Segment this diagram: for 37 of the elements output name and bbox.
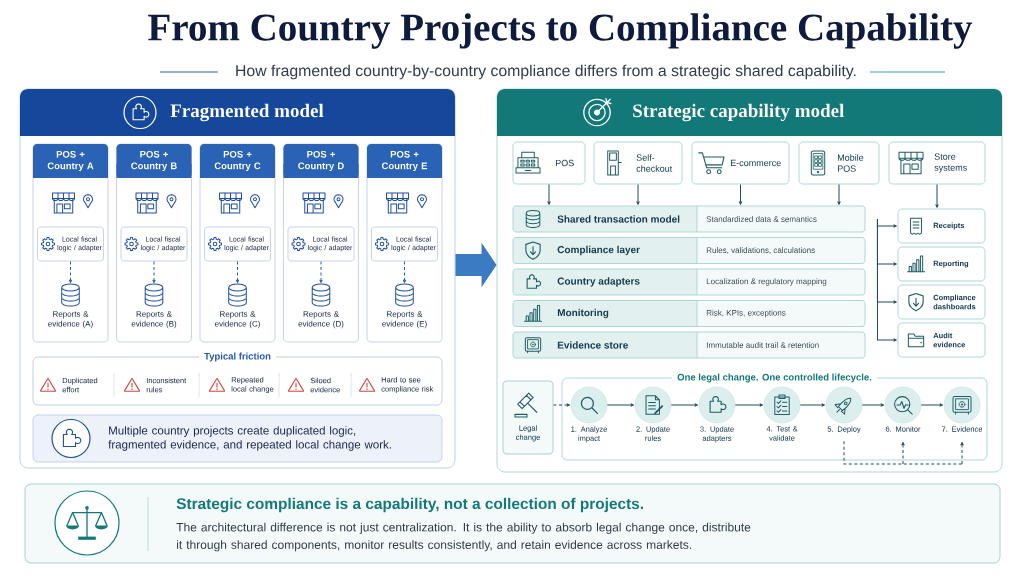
node-label: Localization & regulatory mapping: [706, 278, 827, 286]
arrow: [920, 403, 944, 407]
arrow: [606, 403, 635, 407]
channel-box: Store systems: [888, 141, 986, 185]
node-label: Evidence store: [557, 341, 628, 349]
node-label: Compliance layer: [557, 245, 640, 256]
node-label: Standardized data & semantics: [706, 216, 817, 222]
arrow: [935, 183, 939, 208]
arrow: [636, 183, 640, 205]
node-label: Rules, validations, calculations: [706, 247, 815, 254]
arrow: [738, 183, 743, 205]
channel-box: Self-checkout: [593, 141, 683, 185]
node-label: Risk, KPIs, exceptions: [706, 309, 786, 318]
title: From Country Projects to Compliance Capability: [148, 13, 973, 49]
subtitle: How fragmented country-by-country compliance differs from a strategic shared capability.: [236, 64, 856, 80]
arrow: [799, 403, 826, 407]
arrow: [670, 403, 699, 407]
arrow: [901, 441, 905, 465]
channel-box: E-commerce: [691, 141, 790, 185]
arrow: [837, 183, 841, 205]
arrow: [553, 403, 571, 407]
arrow: [861, 403, 885, 407]
layer-row: Shared transaction model Standardized data & semantics: [512, 205, 866, 233]
layer-row: Country adapters Localization & regulatory mapping: [512, 268, 866, 296]
arrow: [734, 403, 764, 407]
channel-box: POS: [512, 141, 586, 185]
layer-row: Compliance layer Rules, validations, calculations: [512, 237, 866, 264]
layer-row: Monitoring Risk, KPIs, exceptions: [512, 300, 866, 327]
arrow: [876, 218, 897, 342]
callout-banner: Strategic compliance is a capability, not a collection of projects. The architectural difference is not just centralization. It is the ability to absorb legal change once, distribute it through shared components, monitor results consistently, and retain evidence across markets.: [24, 483, 1001, 564]
channel-box: Mobile POS: [798, 141, 880, 185]
layer-row: Evidence store Immutable audit trail & retention: [512, 331, 866, 359]
node-label: Immutable audit trail & retention: [706, 342, 819, 348]
node-label: Country adapters: [557, 277, 640, 287]
arrow: [547, 183, 551, 205]
node-label: Monitoring: [557, 308, 609, 319]
node-label: Shared transaction model: [557, 215, 680, 223]
